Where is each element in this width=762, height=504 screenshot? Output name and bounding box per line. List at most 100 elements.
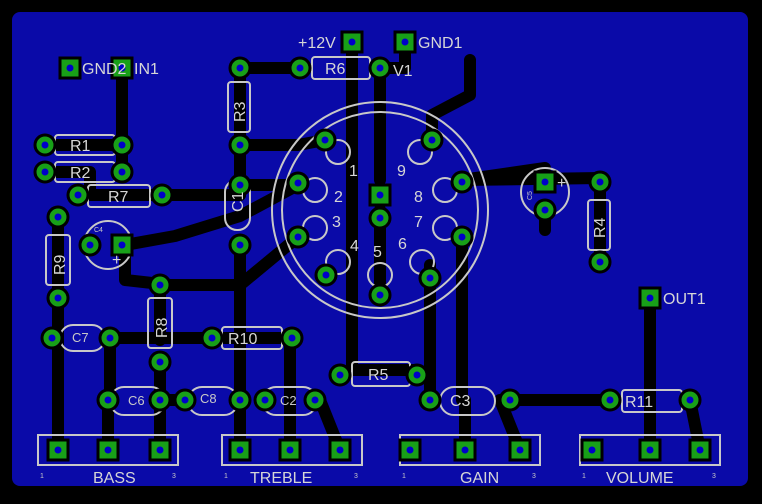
tube-pad-6-drill [426, 274, 434, 282]
label-r6: R6 [325, 61, 346, 78]
label-r10: R10 [228, 331, 257, 348]
gain-pad-1-drill [406, 446, 414, 454]
pads [33, 30, 712, 462]
label-gain: GAIN [460, 470, 499, 487]
tube-pad-4-drill [322, 271, 330, 279]
r7-pad-a-drill [74, 191, 82, 199]
label-gnd1: GND1 [418, 35, 463, 52]
r1-pad-a-drill [41, 141, 49, 149]
tube-pin-label-2: 2 [334, 189, 343, 206]
treble-pin-1: 1 [224, 473, 228, 480]
volume-pad-3-drill [696, 446, 704, 454]
label-out1: OUT1 [663, 291, 706, 308]
tube-pin-label-5: 5 [373, 244, 382, 261]
label-r2: R2 [70, 165, 91, 182]
gnd1-pad-drill [401, 38, 409, 46]
tube-pin-label-3: 3 [332, 214, 341, 231]
tube-pad-5-drill [376, 291, 384, 299]
r4-body [587, 199, 611, 251]
label-plus12v: +12V [298, 35, 336, 52]
label-r3: R3 [232, 101, 249, 122]
r8-pad-a-drill [156, 281, 164, 289]
label-r9: R9 [52, 254, 69, 275]
in1-pad-drill [118, 64, 126, 72]
label-c7: C7 [72, 330, 89, 345]
gain-pad-2-drill [461, 446, 469, 454]
c4-pad-a-drill [86, 241, 94, 249]
treble-pad-3-drill [336, 446, 344, 454]
label-r4: R4 [592, 217, 609, 238]
c3-pad-a-drill [426, 396, 434, 404]
c8-pad-a-drill [181, 396, 189, 404]
label-bass: BASS [93, 470, 136, 487]
label-c5: C5 [527, 191, 534, 200]
label-r1: R1 [70, 138, 91, 155]
c2-pad-a-drill [261, 396, 269, 404]
tube-pad-3-drill [294, 233, 302, 241]
label-c6: C6 [128, 393, 145, 408]
gain-pin-3: 3 [532, 473, 536, 480]
pot-treble-outline [221, 434, 363, 466]
c1-pad-a-drill [236, 181, 244, 189]
bass-pad-3-drill [156, 446, 164, 454]
c7-pad-a-drill [48, 334, 56, 342]
volume-pin-1: 1 [582, 473, 586, 480]
label-r8: R8 [154, 317, 171, 338]
bass-pin-3: 3 [172, 473, 176, 480]
pot-bass-outline [37, 434, 179, 466]
tube-pin-label-8: 8 [414, 189, 423, 206]
tube-pin-label-6: 6 [398, 236, 407, 253]
treble-pad-1-drill [236, 446, 244, 454]
c7-pad-b-drill [106, 334, 114, 342]
gain-pad-3-drill [516, 446, 524, 454]
label-gnd2: GND2 [82, 61, 127, 78]
r10-pad-a-drill [208, 334, 216, 342]
plus12v-pad-drill [348, 38, 356, 46]
r4-pad-a-drill [596, 178, 604, 186]
label-c8: C8 [200, 391, 217, 406]
r6-pad-a-drill [296, 64, 304, 72]
label-v1: V1 [393, 63, 413, 80]
label-r11: R11 [625, 394, 653, 411]
tube-pad-2-drill [294, 179, 302, 187]
c5-pad-b-drill [541, 206, 549, 214]
r6-pad-b-drill [376, 64, 384, 72]
r5-pad-a-drill [336, 371, 344, 379]
c1-pad-b-drill [236, 241, 244, 249]
r5-pad-b-drill [413, 371, 421, 379]
c6-pad-b-drill [156, 396, 164, 404]
label-c5-plus: + [557, 175, 566, 192]
r4-pad-b-drill [596, 258, 604, 266]
tube-pin-hole-9 [407, 139, 433, 165]
tube-pin-hole-4 [325, 249, 351, 275]
c8-pad-b-drill [236, 396, 244, 404]
tube-pin-label-1: 1 [349, 163, 358, 180]
r7-pad-b-drill [158, 191, 166, 199]
r3-body [227, 81, 251, 133]
r2-pad-a-drill [41, 168, 49, 176]
c2-pad-b-drill [311, 396, 319, 404]
c5-pad-plus-drill [541, 178, 549, 186]
c3-pad-b-drill [506, 396, 514, 404]
volume-pin-3: 3 [712, 473, 716, 480]
label-in1: IN1 [134, 61, 159, 78]
tube-pad-center-top-drill [376, 191, 384, 199]
silkscreen-outlines [37, 56, 721, 466]
label-c3: C3 [450, 393, 471, 410]
gnd2-pad-drill [66, 64, 74, 72]
tube-pin-label-7: 7 [414, 214, 423, 231]
r8-pad-b-drill [156, 358, 164, 366]
pot-volume-outline [579, 434, 721, 466]
bass-pin-1: 1 [40, 473, 44, 480]
c6-pad-a-drill [104, 396, 112, 404]
volume-pad-1-drill [588, 446, 596, 454]
volume-pad-2-drill [646, 446, 654, 454]
treble-pin-3: 3 [354, 473, 358, 480]
bass-pad-1-drill [54, 446, 62, 454]
treble-pad-2-drill [286, 446, 294, 454]
label-treble: TREBLE [250, 470, 312, 487]
label-r7: R7 [108, 189, 129, 206]
label-c4: C4 [94, 227, 103, 234]
